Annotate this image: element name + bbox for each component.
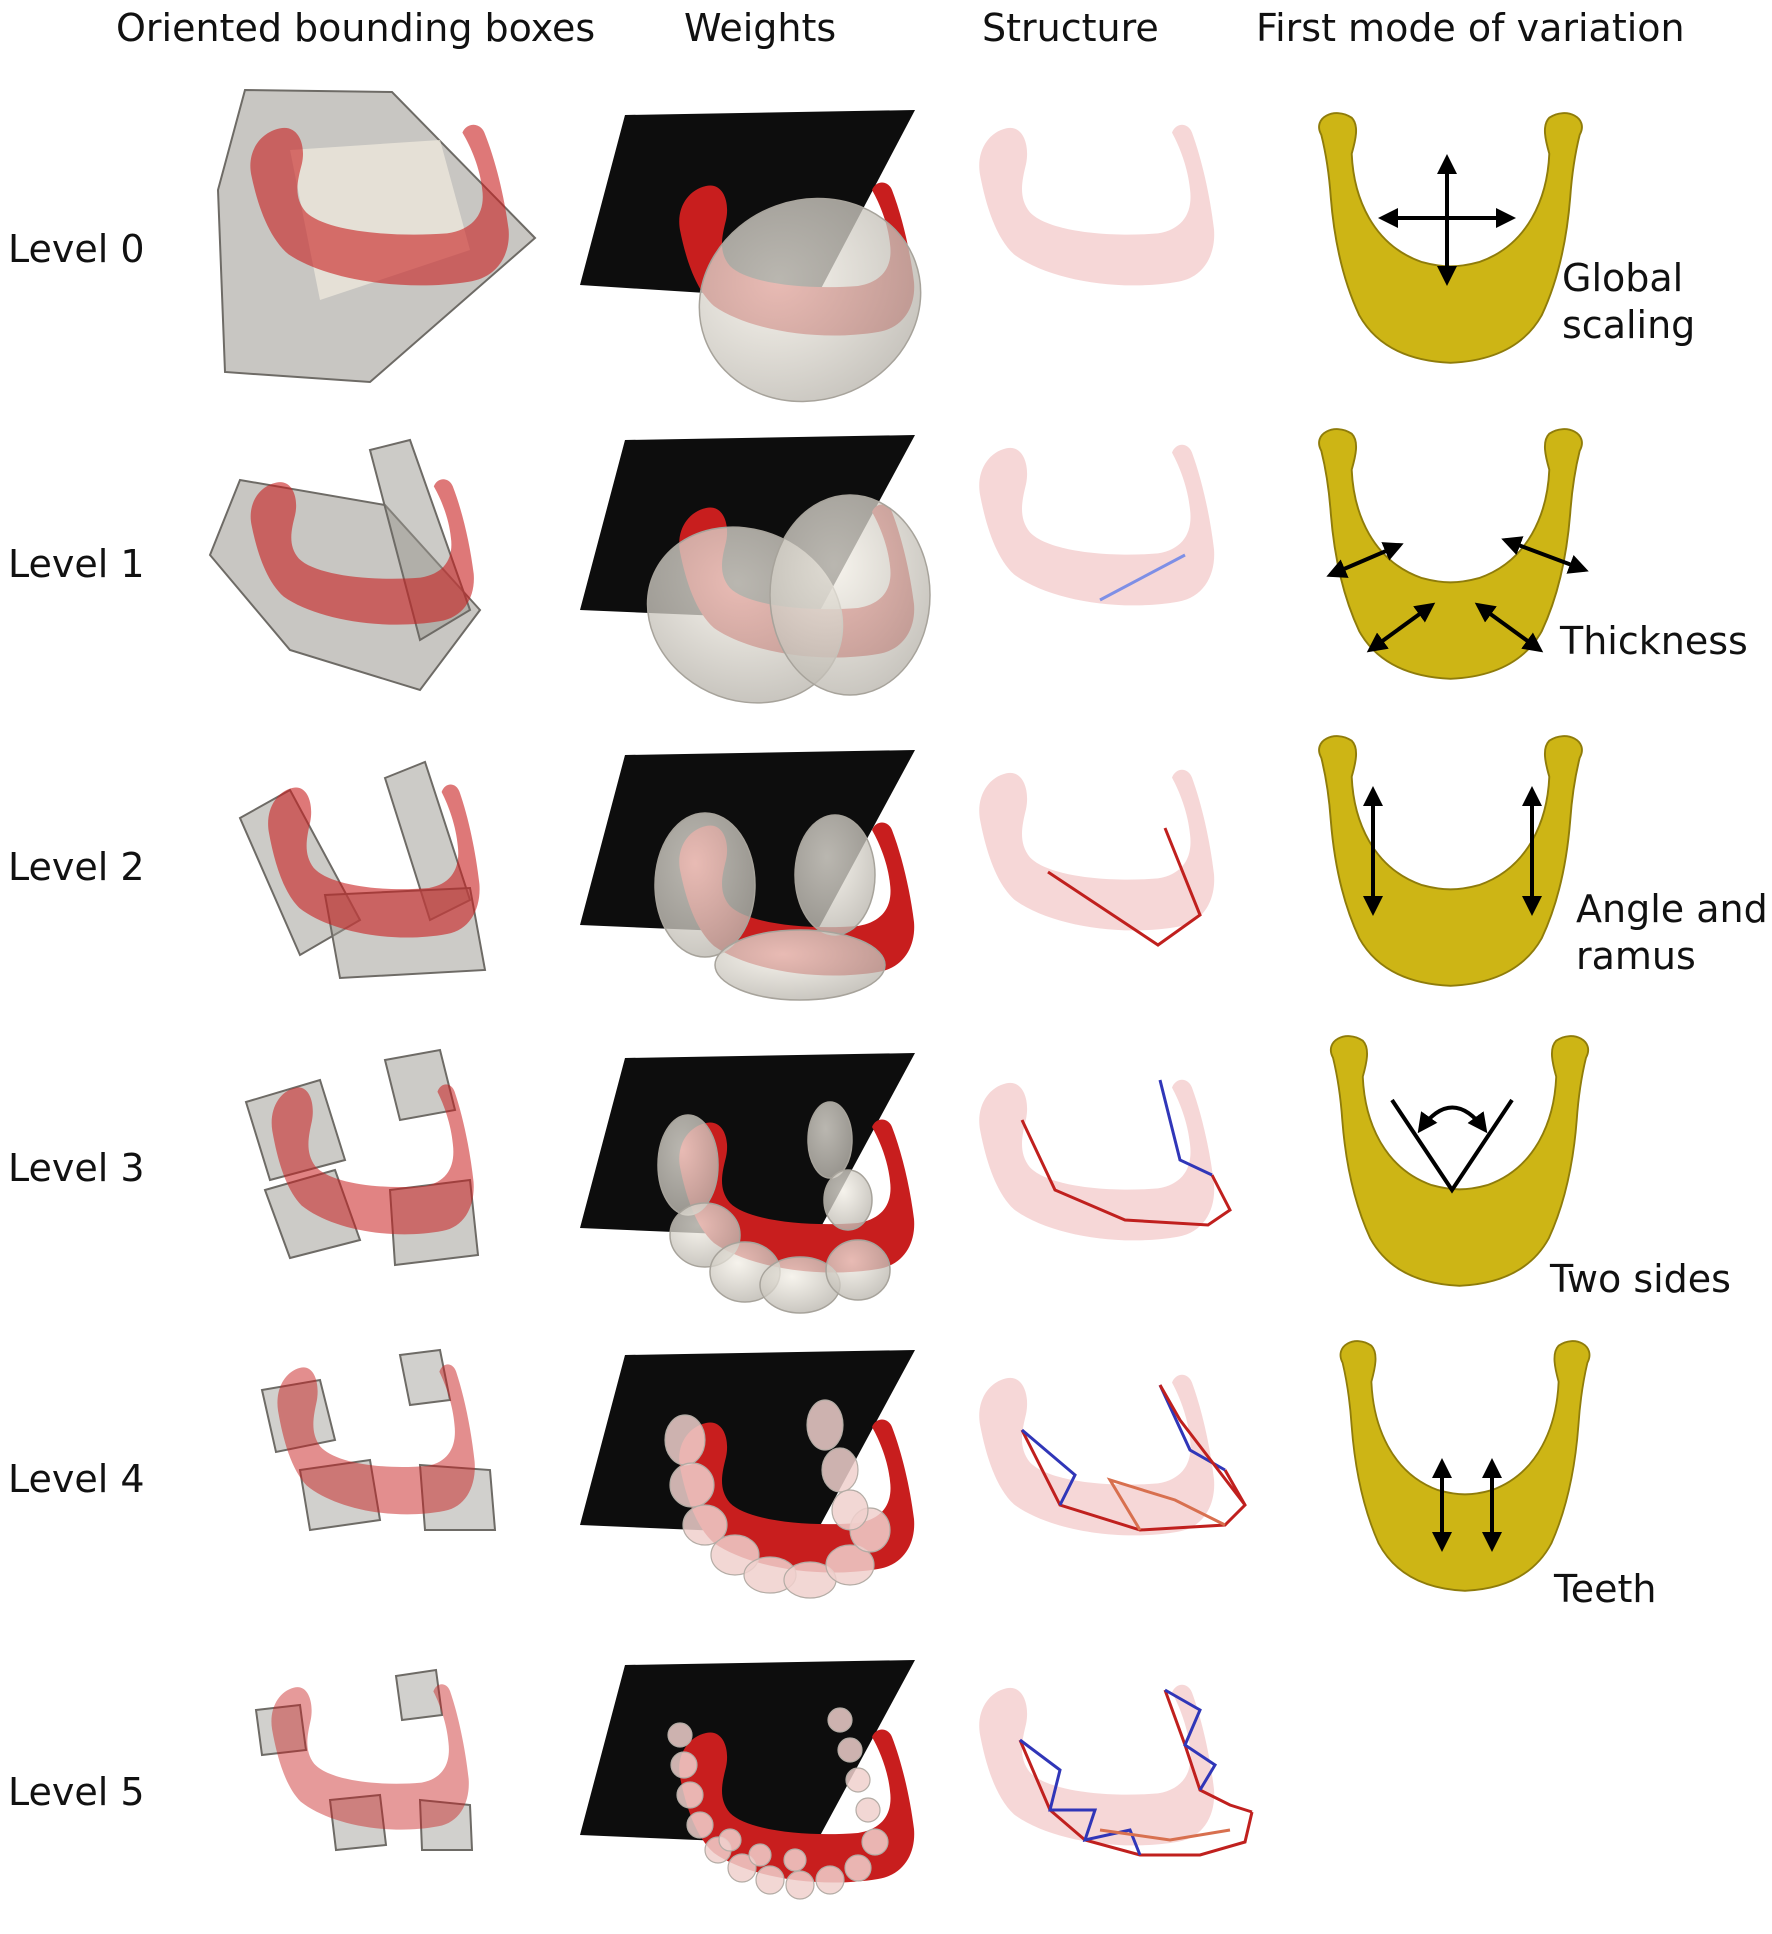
structure-mandible xyxy=(979,769,1215,931)
obb-level-5 xyxy=(254,1668,474,1852)
arrow-diagonal xyxy=(1326,542,1404,578)
weights-level-4 xyxy=(580,1350,915,1599)
v-lines xyxy=(1390,1098,1514,1194)
arrow-diagonal xyxy=(1501,536,1589,574)
yellow-mandible xyxy=(1329,1035,1590,1287)
structure-edge xyxy=(1047,827,1202,947)
mode-label-thickness: Thickness xyxy=(1560,619,1748,663)
structure-edges xyxy=(1020,1384,1247,1532)
mode-label-scaling: scaling xyxy=(1562,303,1696,347)
structure-mandible xyxy=(979,1374,1215,1536)
mode-level-4 xyxy=(1339,1340,1591,1592)
row-label-level-5: Level 5 xyxy=(8,1770,145,1814)
weight-ellipsoid xyxy=(714,929,886,1001)
structure-level-1 xyxy=(979,444,1215,606)
structure-edge xyxy=(1099,553,1186,602)
obb-level-0 xyxy=(216,88,537,384)
header-oriented-bounding-boxes: Oriented bounding boxes xyxy=(116,6,596,50)
header-first-mode-of-variation: First mode of variation xyxy=(1256,6,1685,50)
weight-ellipsoids xyxy=(664,1399,891,1599)
row-label-level-2: Level 2 xyxy=(8,845,145,889)
mode-label-global: Global xyxy=(1562,256,1684,300)
weights-level-0 xyxy=(580,110,922,403)
mode-level-1 xyxy=(1318,428,1589,680)
header-weights: Weights xyxy=(684,6,837,50)
structure-edge xyxy=(1158,1079,1213,1177)
weights-level-3 xyxy=(580,1053,915,1314)
obb-level-1 xyxy=(208,438,482,692)
weight-ellipsoids xyxy=(667,1707,889,1900)
ct-slice xyxy=(580,1660,915,1845)
structure-level-2 xyxy=(979,769,1215,947)
mode-label-global-scaling: Global scaling xyxy=(1562,255,1695,349)
structure-level-4 xyxy=(979,1374,1247,1536)
weight-ellipsoid xyxy=(794,814,876,936)
obb-level-4 xyxy=(260,1348,497,1532)
weight-ellipsoid xyxy=(698,197,922,403)
weights-level-2 xyxy=(580,750,915,1001)
mode-level-2 xyxy=(1318,735,1583,987)
weights-level-1 xyxy=(580,435,931,704)
weight-ellipsoids xyxy=(657,1101,891,1314)
row-label-level-3: Level 3 xyxy=(8,1146,145,1190)
mode-label-two-sides: Two sides xyxy=(1550,1257,1731,1301)
row-label-level-0: Level 0 xyxy=(8,227,145,271)
header-structure: Structure xyxy=(982,6,1159,50)
structure-mandible xyxy=(979,444,1215,606)
weight-ellipsoid xyxy=(769,494,931,696)
weight-ellipsoid xyxy=(654,812,756,958)
mode-label-teeth: Teeth xyxy=(1554,1567,1657,1611)
structure-edges xyxy=(1018,1688,1254,1857)
mode-label-ramus: ramus xyxy=(1576,934,1696,978)
arrow-diagonal xyxy=(1474,602,1544,653)
obb-level-2 xyxy=(238,760,487,980)
curved-arrow xyxy=(1417,1105,1488,1134)
structure-mandible xyxy=(979,1684,1215,1846)
yellow-mandible xyxy=(1339,1340,1591,1592)
structure-edge xyxy=(1020,1119,1232,1227)
mode-level-0 xyxy=(1318,112,1583,364)
weights-level-5 xyxy=(580,1660,915,1900)
structure-level-3 xyxy=(979,1079,1232,1241)
mode-label-angle-and-ramus: Angle and ramus xyxy=(1576,886,1768,980)
row-label-level-1: Level 1 xyxy=(8,542,145,586)
mode-label-angle-and: Angle and xyxy=(1576,887,1768,931)
structure-level-0 xyxy=(979,124,1215,286)
row-label-level-4: Level 4 xyxy=(8,1457,145,1501)
yellow-mandible xyxy=(1318,112,1583,364)
arrow-diagonal xyxy=(1366,602,1436,653)
structure-mandible xyxy=(979,124,1215,286)
obb-level-3 xyxy=(244,1048,480,1267)
yellow-mandible xyxy=(1318,735,1583,987)
obb-box xyxy=(394,1668,444,1722)
mode-level-3 xyxy=(1329,1035,1590,1287)
structure-level-5 xyxy=(979,1684,1254,1857)
